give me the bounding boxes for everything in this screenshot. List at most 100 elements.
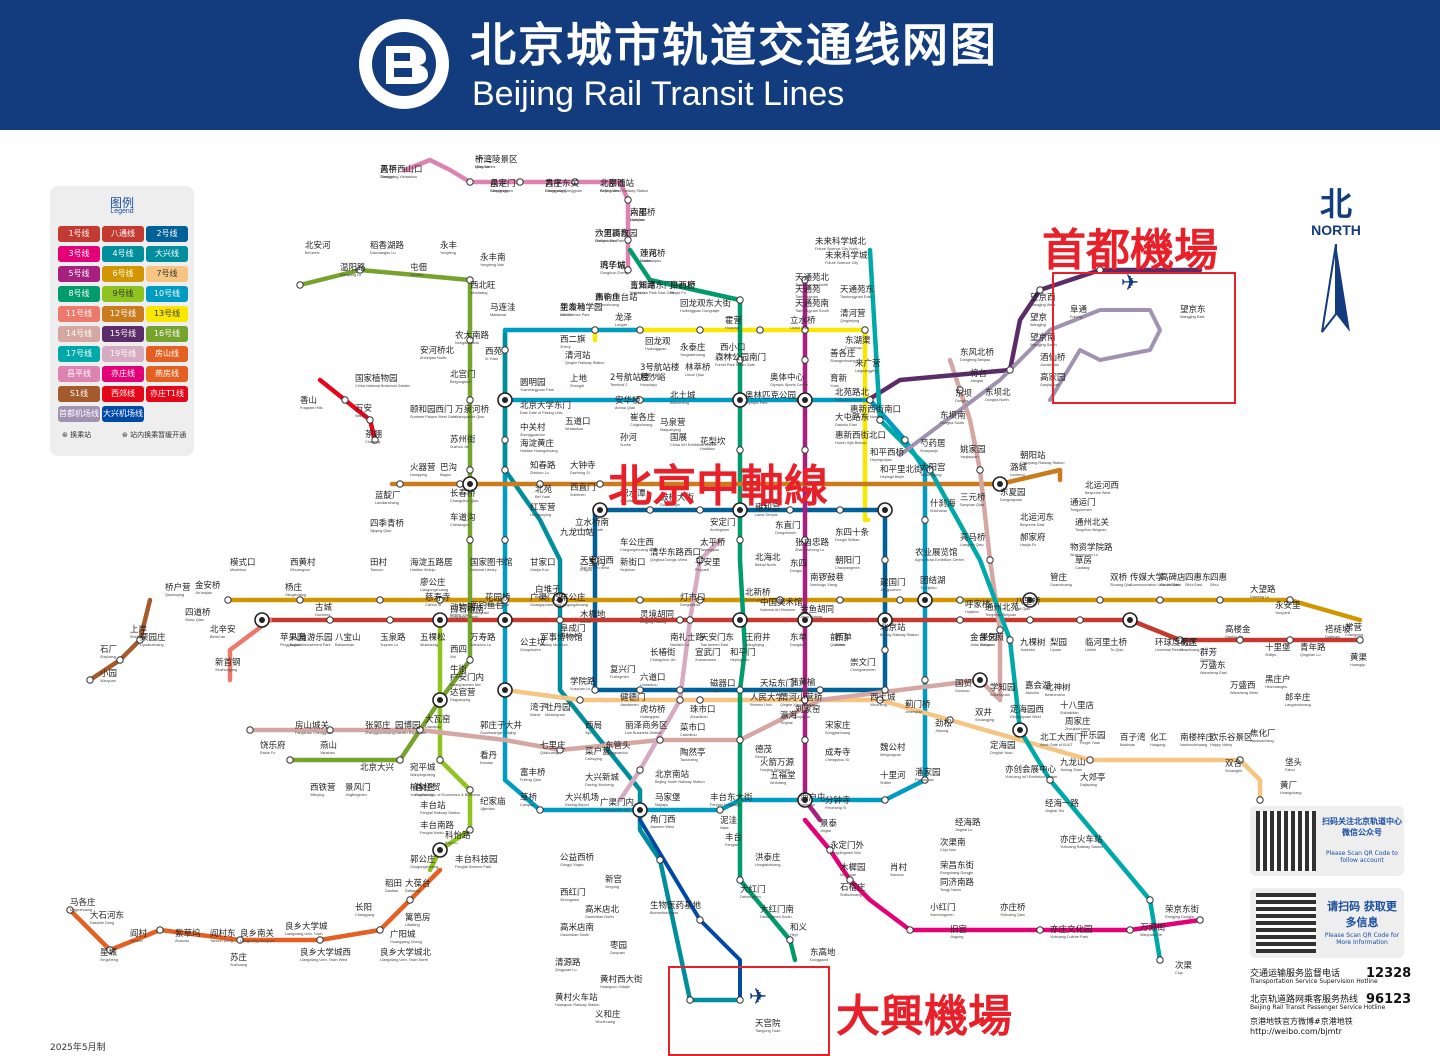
station-dot[interactable]	[66, 906, 74, 914]
station-label[interactable]: 永丰南	[480, 252, 506, 263]
station-dot[interactable]	[976, 466, 984, 474]
station-label[interactable]: 高碑店	[1160, 572, 1186, 583]
station-dot[interactable]	[1146, 896, 1154, 904]
station-label[interactable]: 定海园	[990, 740, 1016, 751]
station-label[interactable]: 五福堂	[770, 770, 796, 781]
station-label[interactable]: 北京大学东门	[520, 400, 571, 411]
station-label[interactable]: 北安河	[305, 240, 331, 251]
station-label[interactable]: 海户屯	[800, 792, 826, 803]
station-label[interactable]: 万泉河桥	[455, 404, 490, 415]
station-label[interactable]: 建国门	[880, 577, 906, 588]
station-label[interactable]: 国贸	[955, 678, 972, 689]
station-label[interactable]: 菜户营	[585, 746, 611, 757]
station-dot[interactable]	[1156, 956, 1164, 964]
station-dot[interactable]	[926, 466, 934, 474]
station-dot[interactable]	[416, 726, 424, 734]
station-dot[interactable]	[624, 236, 632, 244]
station-label[interactable]: 小园	[100, 668, 117, 679]
station-label[interactable]: 二里沟	[580, 557, 606, 568]
station-dot[interactable]	[876, 416, 884, 424]
station-label[interactable]: 良乡大学城北	[380, 947, 432, 958]
station-label[interactable]: 周家庄	[1065, 716, 1091, 727]
station-label[interactable]: 白堆子	[535, 584, 561, 595]
station-label[interactable]: 玉渊潭东门	[630, 280, 673, 291]
station-dot[interactable]	[296, 281, 304, 289]
station-label[interactable]: 东湖渠	[845, 335, 871, 346]
station-dot[interactable]	[1236, 756, 1244, 764]
station-label[interactable]: 积水潭	[620, 488, 646, 499]
station-dot[interactable]	[881, 796, 889, 804]
station-dot[interactable]	[86, 676, 94, 684]
station-label[interactable]: 阜成门	[560, 623, 586, 634]
station-dot[interactable]	[1176, 636, 1184, 644]
station-label[interactable]: 平乐园	[1080, 730, 1106, 741]
station-label[interactable]: 望京	[1030, 312, 1047, 323]
station-label[interactable]: 黄村火车站	[555, 992, 598, 1003]
station-label[interactable]: 花庄	[1180, 637, 1198, 648]
station-label[interactable]: 经海一路	[1045, 798, 1080, 809]
station-label[interactable]: 北京西站	[600, 178, 635, 189]
station-label[interactable]: 上岸	[130, 625, 148, 635]
station-label[interactable]: 黄村西大街	[600, 974, 643, 985]
station-dot[interactable]	[466, 336, 474, 344]
station-label[interactable]: 巴沟	[440, 462, 457, 473]
station-dot[interactable]	[836, 506, 844, 514]
station-label[interactable]: 东管头	[605, 740, 631, 751]
station-label[interactable]: 惠新西街南口	[850, 404, 901, 415]
station-dot[interactable]	[846, 876, 854, 884]
station-label[interactable]: 圆明园	[520, 378, 546, 388]
station-dot[interactable]	[1286, 596, 1294, 604]
station-label[interactable]: 2号航站楼	[610, 372, 650, 383]
station-dot[interactable]	[676, 686, 684, 694]
station-label[interactable]: 西钓鱼台	[470, 600, 504, 611]
station-label[interactable]: 北辛安	[210, 624, 236, 635]
station-label[interactable]: 长阳	[355, 902, 372, 913]
station-label[interactable]: 义和庄	[595, 1009, 621, 1020]
station-label[interactable]: 东坝北	[985, 387, 1011, 398]
station-label[interactable]: 东单	[790, 632, 808, 643]
station-dot[interactable]	[986, 556, 994, 564]
station-label[interactable]: 北工大西门	[1040, 732, 1083, 743]
station-label[interactable]: 大石河东	[90, 910, 124, 921]
station-label[interactable]: 东四十条	[835, 527, 870, 538]
station-label[interactable]: 牛街	[450, 664, 468, 675]
station-label[interactable]: 化工	[1150, 732, 1168, 743]
station-label[interactable]: 西单	[835, 632, 853, 643]
station-dot[interactable]	[1126, 926, 1134, 934]
station-label[interactable]: 劲松	[935, 718, 953, 729]
station-label[interactable]: 牡丹园	[545, 702, 571, 713]
station-label[interactable]: 金鱼胡同	[800, 604, 834, 615]
station-label[interactable]: 沙河	[640, 248, 658, 259]
station-label[interactable]: 景风门	[345, 782, 371, 793]
station-label[interactable]: 富丰桥	[520, 767, 546, 778]
station-label[interactable]: 杨庄	[285, 582, 303, 593]
station-dot[interactable]	[836, 596, 844, 604]
station-dot[interactable]	[591, 556, 599, 564]
station-label[interactable]: 刘家窑	[795, 704, 821, 715]
station-label[interactable]: 学知园	[990, 682, 1016, 693]
station-dot[interactable]	[536, 480, 544, 488]
station-dot[interactable]	[116, 656, 124, 664]
station-label[interactable]: 丰台南路	[420, 820, 455, 831]
station-label[interactable]: 纪家庙	[480, 796, 506, 807]
station-label[interactable]: 天桥	[380, 164, 398, 175]
station-label[interactable]: 定海园西	[1010, 704, 1044, 715]
station-label[interactable]: 丰台站	[420, 800, 446, 811]
station-dot[interactable]	[501, 466, 509, 474]
station-dot[interactable]	[736, 446, 744, 454]
station-dot[interactable]	[466, 396, 474, 404]
station-label[interactable]: 清华东路西口	[650, 547, 701, 558]
station-label[interactable]: 南锣鼓巷	[810, 572, 845, 583]
station-dot[interactable]	[436, 596, 444, 604]
station-dot[interactable]	[466, 466, 474, 474]
station-label[interactable]: 鼓楼大街	[660, 492, 695, 503]
station-label[interactable]: 潘家园	[915, 767, 941, 778]
station-label[interactable]: 育新	[830, 373, 848, 384]
station-label[interactable]: 万盛东	[1200, 660, 1226, 671]
station-label[interactable]: 蒲黄榆	[790, 677, 816, 688]
station-dot[interactable]	[156, 926, 164, 934]
station-label[interactable]: 西局	[585, 721, 602, 731]
station-label[interactable]: 垡头	[1285, 757, 1303, 768]
station-label[interactable]: 清源路	[555, 957, 581, 968]
station-label[interactable]: 临河里	[1085, 637, 1111, 648]
